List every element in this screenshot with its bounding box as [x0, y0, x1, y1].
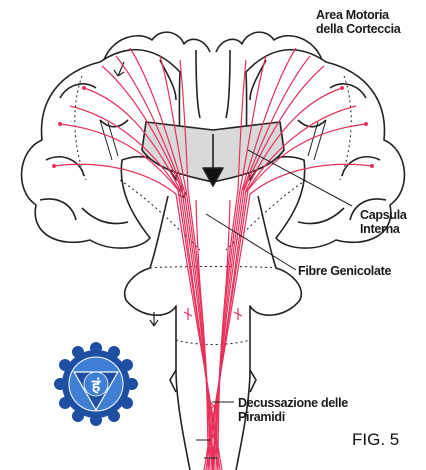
label-fibre-genicolate: Fibre Genicolate: [298, 264, 391, 278]
figure-number: FIG. 5: [352, 430, 399, 450]
label-area-motoria-line1: Area Motoria: [316, 8, 400, 22]
chakra-glyph: हं: [91, 376, 102, 395]
vishuddha-chakra-icon: हं: [54, 342, 138, 426]
label-capsula-line1: Capsula: [360, 208, 407, 222]
label-capsula-line2: Interna: [360, 222, 407, 236]
label-decussazione: Decussazione delle Piramidi: [238, 396, 348, 424]
label-decussazione-line1: Decussazione delle: [238, 396, 348, 410]
label-area-motoria: Area Motoria della Corteccia: [316, 8, 400, 36]
label-decussazione-line2: Piramidi: [238, 410, 348, 424]
label-capsula-interna: Capsula Interna: [360, 208, 407, 236]
label-area-motoria-line2: della Corteccia: [316, 22, 400, 36]
